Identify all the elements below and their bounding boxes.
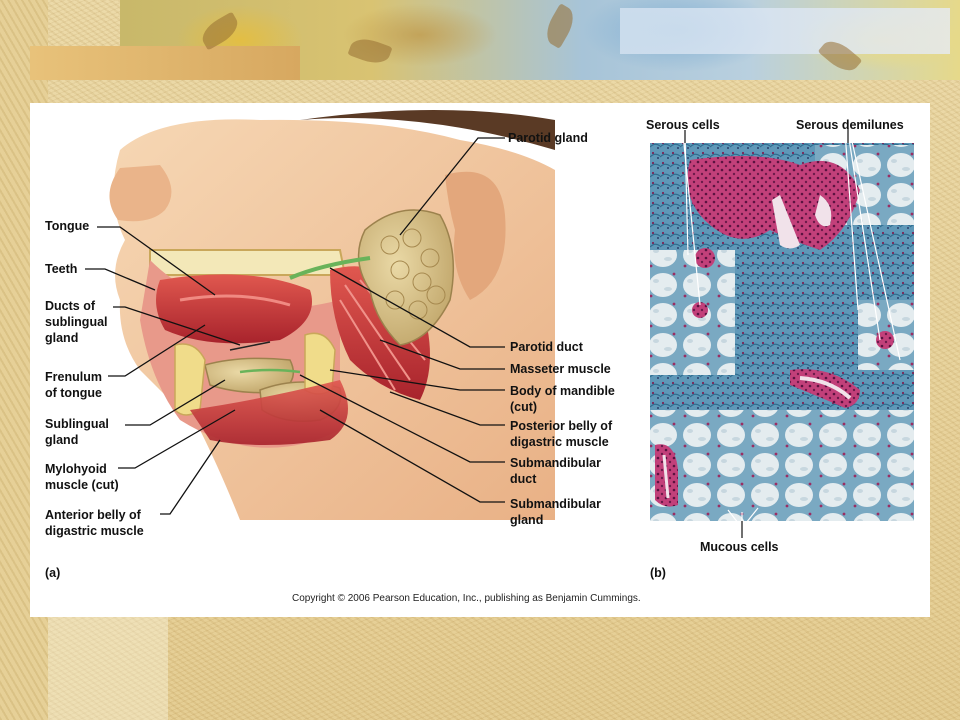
label-ducts-sublingual-line3: gland [45, 331, 79, 345]
label-anterior-belly-line2: digastric muscle [45, 524, 144, 538]
label-submandibular-duct-line2: duct [510, 472, 537, 486]
label-serous-demilunes: Serous demilunes [796, 118, 904, 132]
copyright-notice: Copyright © 2006 Pearson Education, Inc.… [292, 593, 641, 604]
panel-a-label: (a) [45, 566, 61, 580]
slide-shadow [48, 617, 168, 720]
label-mucous-cells: Mucous cells [700, 540, 779, 554]
leader-lines-a [85, 137, 505, 515]
leader-lines-b-outside [684, 128, 849, 538]
label-frenulum-line2: of tongue [45, 386, 102, 400]
label-frenulum-line1: Frenulum [45, 370, 102, 384]
histology-micrograph [650, 143, 914, 521]
label-posterior-belly-line1: Posterior belly of [510, 419, 613, 433]
label-sublingual-gland-line2: gland [45, 433, 79, 447]
label-submandibular-duct-line1: Submandibular [510, 456, 601, 470]
label-body-mandible-line1: Body of mandible [510, 384, 615, 398]
label-mylohyoid-line1: Mylohyoid [45, 462, 107, 476]
label-submandibular-gland-line2: gland [510, 513, 544, 527]
label-body-mandible-line2: (cut) [510, 400, 538, 414]
label-posterior-belly-line2: digastric muscle [510, 435, 609, 449]
panel-b-label: (b) [650, 566, 666, 580]
head-illustration [109, 110, 556, 520]
label-sublingual-gland-line1: Sublingual [45, 417, 109, 431]
banner-left-block [30, 46, 300, 80]
label-ducts-sublingual-line1: Ducts of [45, 299, 95, 313]
label-mylohyoid-line2: muscle (cut) [45, 478, 119, 492]
label-ducts-sublingual-line2: sublingual [45, 315, 108, 329]
label-parotid-duct: Parotid duct [510, 340, 583, 354]
label-anterior-belly-line1: Anterior belly of [45, 508, 141, 522]
label-teeth: Teeth [45, 262, 78, 276]
label-serous-cells: Serous cells [646, 118, 720, 132]
banner-right-block [620, 8, 950, 54]
decorative-banner [30, 0, 960, 80]
label-parotid-gland: Parotid gland [508, 131, 588, 145]
label-masseter: Masseter muscle [510, 362, 611, 376]
label-tongue: Tongue [45, 219, 90, 233]
label-submandibular-gland-line1: Submandibular [510, 497, 601, 511]
